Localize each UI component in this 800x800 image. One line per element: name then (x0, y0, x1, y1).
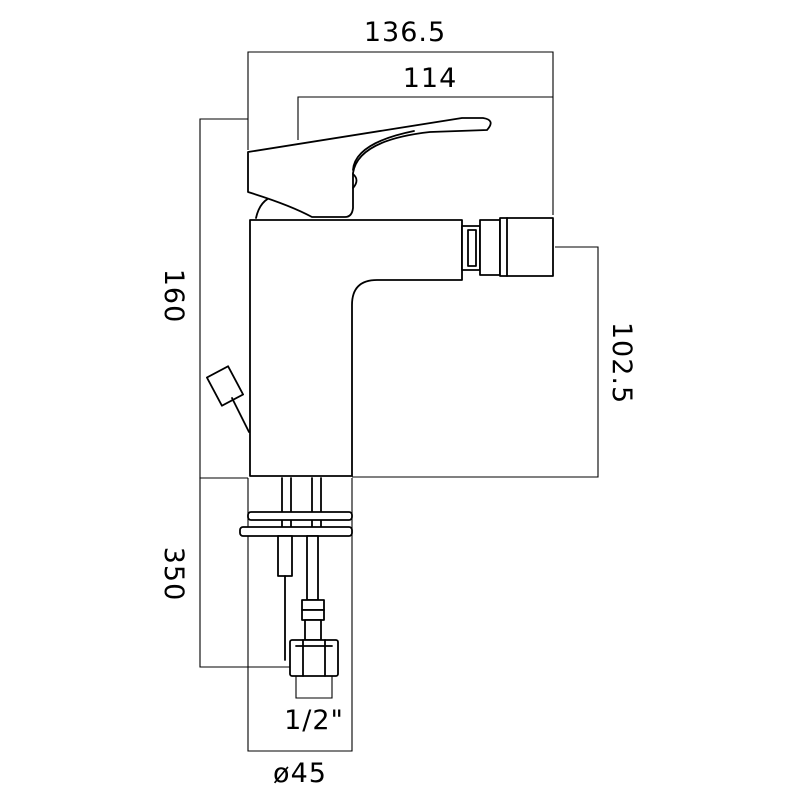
label-spout-height: 102.5 (606, 322, 637, 404)
dim-line-spout-height (352, 246, 599, 478)
label-spout-reach: 114 (403, 63, 458, 94)
label-tail-length: 350 (158, 547, 189, 602)
dim-line-spout-reach (297, 96, 553, 140)
dim-line-tail-length (199, 477, 290, 668)
hex-connector-nut (289, 639, 339, 677)
dim-line-overall-width (247, 51, 554, 215)
label-base-diameter: ø45 (273, 758, 327, 789)
fixing-assembly (239, 477, 353, 677)
dimension-lines (199, 51, 599, 752)
nozzle-gap (479, 219, 501, 276)
lever-handle (247, 117, 492, 218)
dim-line-overall-height (199, 118, 248, 479)
pop-up-knob (205, 365, 245, 407)
fixing-washer (239, 526, 353, 537)
tap-body (205, 117, 554, 477)
pop-up-rod (205, 365, 250, 433)
pop-up-stem (231, 397, 250, 433)
dim-line-base-diameter (247, 478, 353, 752)
nozzle-head (499, 217, 554, 277)
dim-line-thread (295, 676, 333, 699)
flexible-tail (306, 535, 319, 601)
tap-body-outline (249, 219, 463, 477)
lever-pivot (352, 173, 358, 189)
tail-stem (304, 619, 322, 641)
dimension-labels: 136.5 114 160 102.5 350 1/2" ø45 (158, 17, 637, 789)
label-overall-height: 160 (158, 269, 189, 324)
label-connector-thread: 1/2" (284, 705, 344, 736)
fixing-plate (247, 511, 353, 521)
pop-up-rod-lower (277, 535, 293, 577)
tail-crimp-1 (301, 599, 325, 611)
tail-crimp-2 (301, 609, 325, 621)
label-overall-width: 136.5 (364, 17, 446, 48)
nozzle-ring-inner (467, 229, 477, 267)
lever-handle-crease (352, 130, 415, 171)
spout-nozzle (461, 217, 554, 277)
